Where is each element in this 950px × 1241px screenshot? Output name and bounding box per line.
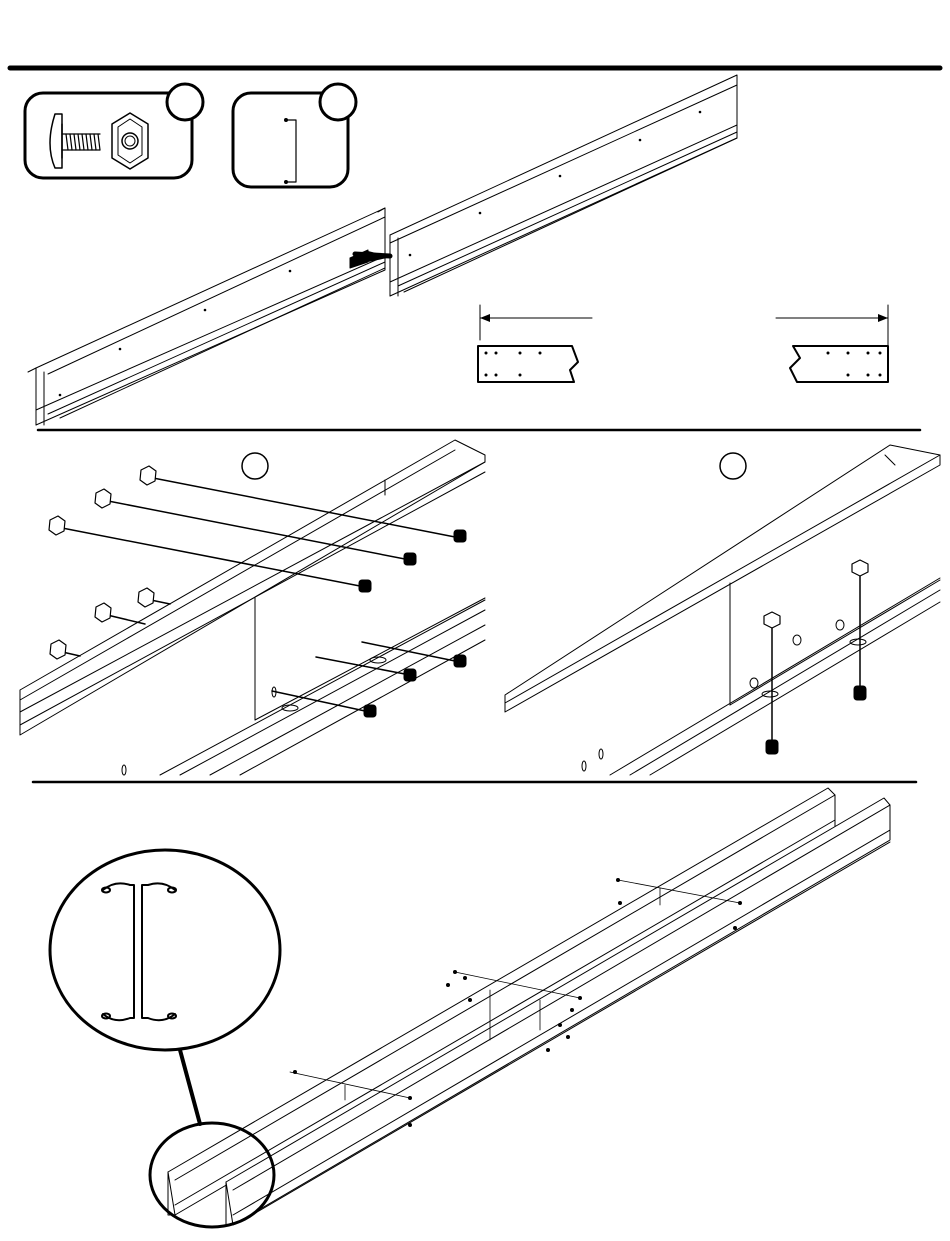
rail-left: [28, 208, 385, 425]
bracket-icon: [233, 84, 356, 187]
step-a-panel: [20, 440, 485, 775]
carriage-bolt-icon: [359, 530, 466, 717]
step-b-panel: [505, 445, 940, 775]
bolt-nut-icon: [25, 84, 203, 178]
overview-rails: [168, 788, 890, 1225]
rail-length-dimension: [478, 305, 888, 382]
rail-right: [390, 75, 737, 296]
